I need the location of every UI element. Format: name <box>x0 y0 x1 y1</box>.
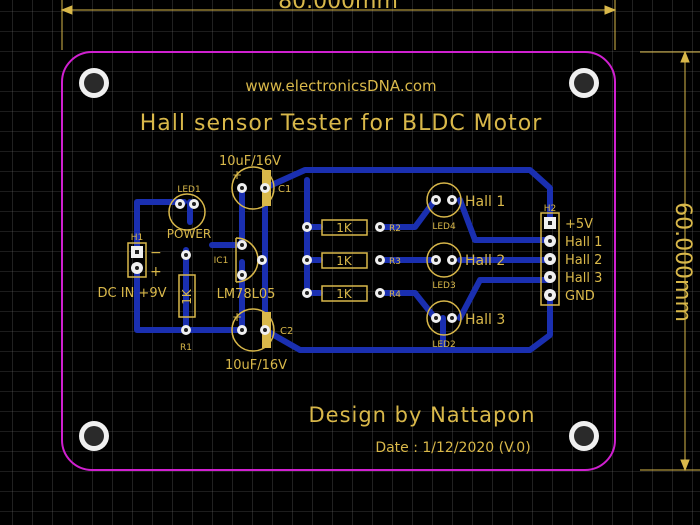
dimension-height-label: 60.000mm <box>670 202 695 322</box>
led4-label: Hall 1 <box>465 194 505 210</box>
led2-ref: LED2 <box>432 340 455 350</box>
resistor-r3 <box>302 252 385 269</box>
r4-ref: R4 <box>389 290 401 300</box>
h1-plus: + <box>150 264 162 280</box>
r2-ref: R2 <box>389 224 401 234</box>
led-hall-2 <box>426 242 462 278</box>
c1-value: 10uF/16V <box>219 154 281 169</box>
led-power <box>168 193 206 231</box>
led-hall-3 <box>426 300 462 336</box>
h2-pin-2: Hall 1 <box>565 235 602 250</box>
led2-label: Hall 3 <box>465 312 505 328</box>
board-outline <box>61 51 616 471</box>
h2-pin-5: GND <box>565 289 595 304</box>
h2-pin-1: +5V <box>565 217 593 232</box>
capacitor-c2: + <box>231 308 275 352</box>
r3-ref: R3 <box>389 257 401 267</box>
website-label: www.electronicsDNA.com <box>245 77 436 95</box>
dimension-width-label: 80.000mm <box>278 0 398 14</box>
r1-ref: R1 <box>180 343 192 353</box>
ic1-ref: IC1 <box>214 256 229 266</box>
h1-minus: − <box>150 245 162 261</box>
h2-pin-3: Hall 2 <box>565 253 602 268</box>
connector-h2 <box>540 212 560 306</box>
r2-value: 1K <box>336 221 353 235</box>
c2-ref: C2 <box>280 326 293 337</box>
h1-label: DC IN +9V <box>98 286 167 301</box>
connector-h1 <box>127 242 147 278</box>
svg-text:+: + <box>232 168 242 182</box>
resistor-r2 <box>302 219 385 236</box>
mounting-holes <box>79 68 599 451</box>
r3-value: 1K <box>336 254 353 268</box>
date-label: Date : 1/12/2020 (V.0) <box>375 440 530 456</box>
svg-text:+: + <box>232 310 242 324</box>
regulator-ic1 <box>235 237 267 283</box>
capacitor-c1: + <box>231 166 275 210</box>
dimension-width <box>60 0 617 50</box>
resistor-r4 <box>302 285 385 302</box>
r1-value: 1K <box>180 288 194 305</box>
led4-ref: LED4 <box>432 222 456 232</box>
h2-pin-4: Hall 3 <box>565 271 602 286</box>
c2-value: 10uF/16V <box>225 358 287 373</box>
board-title: Hall sensor Tester for BLDC Motor <box>140 111 543 136</box>
resistor-r1 <box>178 250 196 335</box>
c1-ref: C1 <box>278 184 291 195</box>
h1-ref: H1 <box>131 233 144 243</box>
designer-label: Design by Nattapon <box>308 403 535 427</box>
led-hall-1 <box>426 182 462 218</box>
led1-label: POWER <box>167 227 211 241</box>
r4-value: 1K <box>336 287 353 301</box>
h2-ref: H2 <box>544 204 557 214</box>
led1-ref: LED1 <box>177 185 200 195</box>
ic1-value: LM78L05 <box>217 287 276 302</box>
dimension-height <box>640 50 700 472</box>
led3-label: Hall 2 <box>465 253 505 269</box>
led3-ref: LED3 <box>432 281 455 291</box>
